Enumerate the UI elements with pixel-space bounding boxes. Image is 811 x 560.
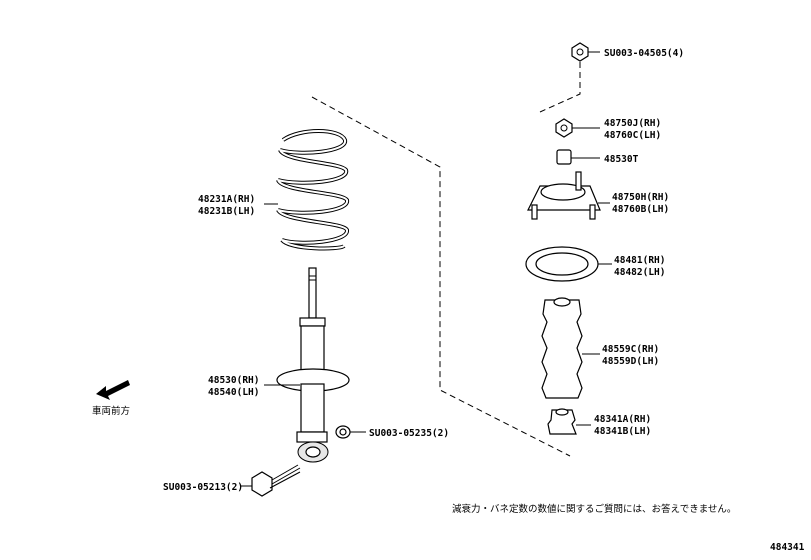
label-48760c: 48760C(LH) [604, 130, 661, 141]
label-48231b: 48231B(LH) [198, 206, 255, 217]
label-48530t: 48530T [604, 154, 639, 165]
footer-note: 減衰力・バネ定数の数値に関するご質問には、お答えできません。 [452, 503, 736, 515]
assembly-outline [311, 62, 581, 457]
label-48341b: 48341B(LH) [594, 426, 651, 437]
coil-spring [276, 129, 349, 251]
label-48540: 48540(LH) [208, 387, 259, 398]
label-48559d: 48559D(LH) [602, 356, 659, 367]
label-48341a: 48341A(RH) [594, 414, 651, 425]
label-top-nut: SU003-04505(4) [604, 48, 684, 59]
direction-arrow-icon [96, 380, 130, 400]
direction-label: 車両前方 [92, 405, 130, 417]
label-48231a: 48231A(RH) [198, 194, 255, 205]
label-48760b: 48760B(LH) [612, 204, 669, 215]
label-48559c: 48559C(RH) [602, 344, 659, 355]
label-48481: 48481(RH) [614, 255, 665, 266]
lock-nut-bottom [335, 425, 351, 439]
leader-lines [240, 51, 612, 487]
label-48750j: 48750J(RH) [604, 118, 661, 129]
top-nut [571, 42, 589, 62]
label-bottom-nut: SU003-05235(2) [369, 428, 449, 439]
label-48530: 48530(RH) [208, 375, 259, 386]
upper-mount [527, 171, 601, 220]
dust-boot [541, 297, 583, 399]
diagram-id: 484341 [770, 542, 805, 553]
cushion-48530t [556, 149, 572, 165]
bump-stopper [547, 408, 577, 435]
label-48750h: 48750H(RH) [612, 192, 669, 203]
bottom-bolt [251, 464, 301, 497]
label-48482: 48482(LH) [614, 267, 665, 278]
spring-seat [525, 246, 599, 282]
nut-48750j [555, 118, 573, 138]
label-bottom-bolt: SU003-05213(2) [163, 482, 243, 493]
